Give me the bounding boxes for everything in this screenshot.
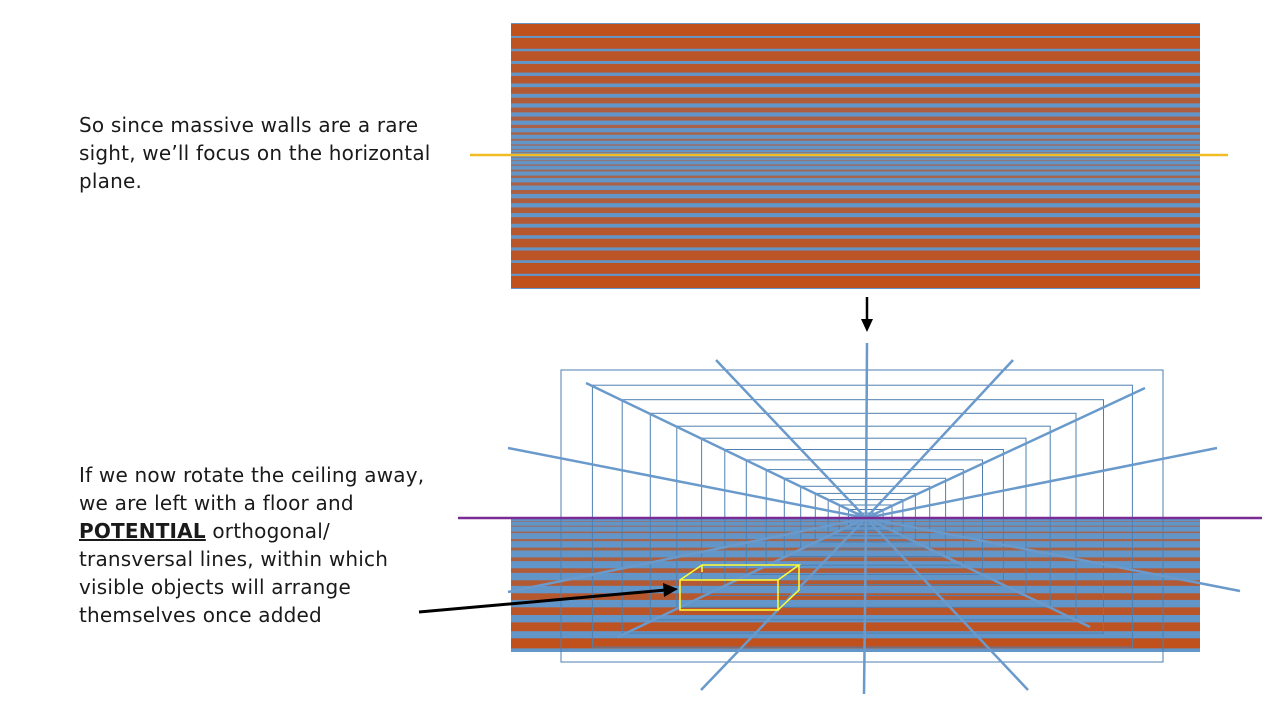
- arrow-pointer-head: [663, 583, 678, 597]
- top-stripe: [511, 217, 1200, 224]
- orthogonal-line: [507, 516, 867, 594]
- caption-bottom-part2: orthogonal/ transversal lines, within wh…: [79, 519, 389, 627]
- top-stripe: [511, 148, 1200, 150]
- top-stripe: [511, 175, 1200, 179]
- object-box: [679, 564, 802, 611]
- arrow-pointer-shaft: [418, 588, 667, 614]
- top-stripe: [511, 51, 1200, 61]
- top-stripe: [511, 250, 1200, 261]
- top-stripe: [511, 138, 1200, 141]
- top-stripe: [511, 227, 1200, 236]
- object-box-side: [777, 565, 800, 611]
- bottom-floor-plane: [511, 518, 1200, 652]
- top-stripe: [511, 238, 1200, 248]
- floor-stripe: [511, 593, 1200, 600]
- transversal-frame: [621, 399, 1104, 634]
- floor-stripe: [511, 622, 1200, 632]
- top-stripe: [511, 87, 1200, 94]
- arrow-down-head: [861, 319, 873, 332]
- orthogonal-line: [617, 516, 867, 639]
- top-stripe: [511, 132, 1200, 135]
- arrow-down-icon: [861, 297, 873, 332]
- floor-stripe: [511, 580, 1200, 586]
- top-stripe: [511, 37, 1200, 49]
- floor-stripe: [511, 638, 1200, 649]
- top-stripe: [511, 144, 1200, 146]
- floor-stripe: [511, 557, 1200, 562]
- orthogonal-line: [585, 381, 867, 520]
- top-stripe: [511, 169, 1200, 172]
- caption-bottom: If we now rotate the ceiling away, we ar…: [79, 461, 429, 629]
- top-stripe: [511, 157, 1200, 158]
- caption-top: So since massive walls are a rare sight,…: [79, 113, 431, 193]
- top-stripe: [511, 275, 1200, 288]
- floor-stripe: [511, 568, 1200, 573]
- floor-stripe: [511, 607, 1200, 616]
- orthogonal-line: [865, 446, 1218, 520]
- object-box-front: [679, 579, 779, 611]
- transversal-frame: [591, 384, 1133, 648]
- orthogonal-line: [865, 359, 1014, 519]
- caption-emphasis: POTENTIAL: [79, 519, 206, 543]
- top-stripe: [511, 182, 1200, 186]
- top-stripe: [511, 107, 1200, 113]
- top-stripe: [511, 124, 1200, 129]
- top-stripe: [511, 160, 1200, 162]
- orthogonal-line: [865, 386, 1146, 520]
- transversal-frame: [560, 369, 1164, 663]
- orthogonal-lines: [507, 342, 1241, 695]
- top-stripe: [511, 75, 1200, 84]
- top-stripe: [511, 63, 1200, 73]
- orthogonal-line: [715, 359, 867, 519]
- floor-stripe: [511, 531, 1200, 534]
- top-stripe: [511, 207, 1200, 214]
- orthogonal-line: [862, 517, 868, 695]
- orthogonal-line: [865, 516, 1091, 629]
- object-box-top: [679, 564, 802, 581]
- orthogonal-line: [864, 342, 869, 519]
- top-stripe: [511, 152, 1200, 153]
- transversal-frame: [649, 412, 1077, 621]
- arrow-pointer-icon: [418, 583, 678, 614]
- top-stripe: [511, 262, 1200, 274]
- floor-stripe: [511, 538, 1200, 542]
- top-stripe: [511, 23, 1200, 36]
- top-stripe: [511, 198, 1200, 204]
- orthogonal-line: [507, 446, 867, 520]
- top-plane-stripes: [511, 23, 1200, 288]
- caption-bottom-part1: If we now rotate the ceiling away, we ar…: [79, 463, 425, 515]
- top-stripe: [511, 164, 1200, 166]
- top-stripe: [511, 189, 1200, 194]
- orthogonal-line: [865, 517, 1029, 691]
- top-stripe: [511, 97, 1200, 104]
- orthogonal-line: [865, 516, 1241, 593]
- top-stripe: [511, 116, 1200, 121]
